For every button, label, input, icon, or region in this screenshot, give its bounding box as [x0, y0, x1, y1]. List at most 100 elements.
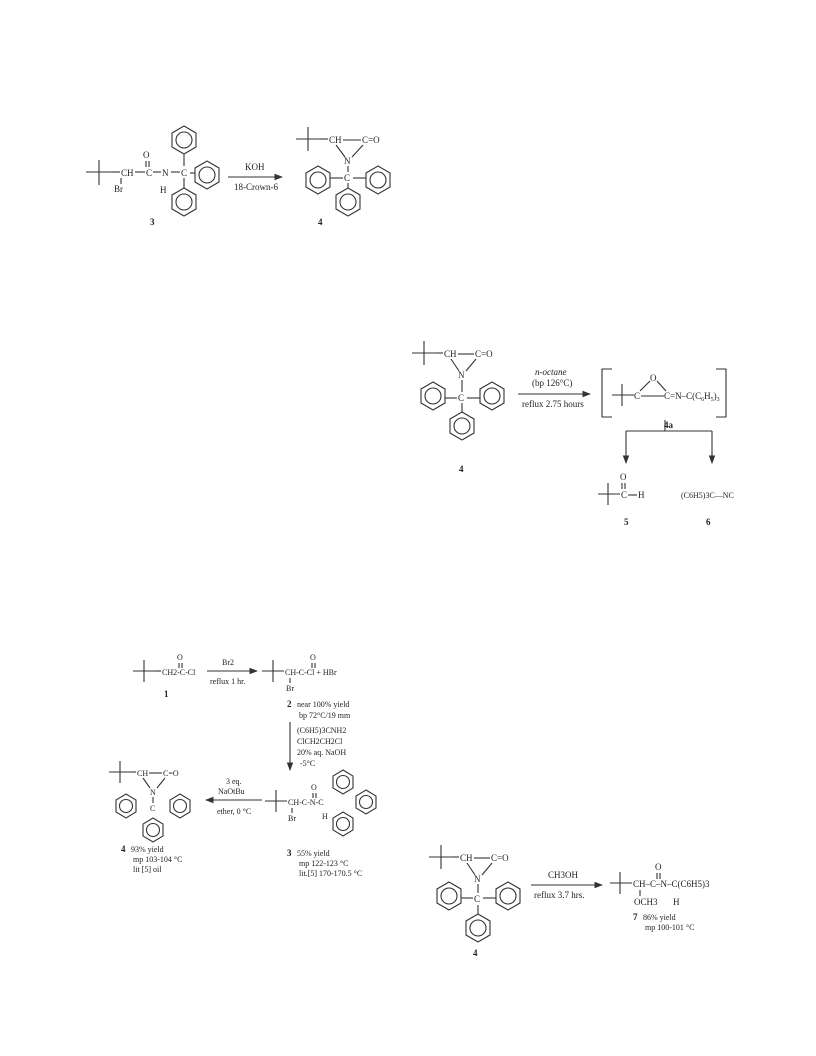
- phenyl-ring: [449, 411, 475, 441]
- trityl-carbon-label: C: [344, 173, 350, 183]
- tert-butyl-group: [598, 483, 620, 505]
- tert-butyl-group: [265, 790, 287, 812]
- reagent-reflux: reflux 1 hr.: [210, 677, 245, 686]
- phenyl-ring: [479, 381, 505, 411]
- aziridinone-ch-label: CH: [444, 349, 457, 359]
- reagent-koh: KOH: [245, 162, 265, 172]
- trityl-carbon-label: C: [181, 168, 187, 178]
- phenyl-ring: [171, 125, 197, 155]
- tert-butyl-group: [86, 160, 120, 185]
- bromine-label: Br: [286, 684, 294, 693]
- reagent-temperature: -5°C: [300, 759, 315, 768]
- aziridinone-ch-label: CH: [460, 853, 473, 863]
- compound-number-6: 6: [706, 517, 711, 527]
- tert-butyl-group: [610, 872, 632, 894]
- scheme-3: CH2-C-Cl O 1 Br2 reflux 1 hr. CH-C-Cl + …: [109, 653, 377, 878]
- ch-label: CH: [121, 168, 134, 178]
- yield-2: near 100% yield: [297, 700, 349, 709]
- phenyl-ring: [171, 187, 197, 217]
- amide-h-label: H: [673, 897, 680, 907]
- reagent-crown-ether: 18-Crown-6: [234, 182, 278, 192]
- tert-butyl-group: [133, 660, 161, 682]
- phenyl-ring: [436, 881, 462, 911]
- aziridinone-co-label: C=O: [491, 853, 509, 863]
- reagent-n-octane: n-octane: [535, 367, 567, 377]
- alpha-bromo-acid-chloride: CH-C-Cl + HBr: [285, 668, 337, 677]
- aziridinone-n-label: N: [474, 874, 481, 884]
- left-bracket: [601, 368, 612, 418]
- aldehyde-h-label: H: [638, 490, 645, 500]
- compound-number-3: 3: [150, 217, 155, 227]
- reagent-naoh: 20% aq. NaOH: [297, 748, 346, 757]
- trityl-carbon-label: C: [458, 393, 464, 403]
- aldehyde-carbon-label: C: [621, 490, 627, 500]
- tert-butyl-group: [262, 660, 284, 682]
- yield-4: 93% yield: [131, 845, 164, 854]
- phenyl-ring: [332, 811, 354, 837]
- amide-chain: CH-C-N-C: [288, 798, 324, 807]
- phenyl-ring: [495, 881, 521, 911]
- acid-chloride-chain: CH2-C-Cl: [162, 668, 196, 677]
- aziridinone-co-label: C=O: [163, 769, 179, 778]
- tert-butyl-group: [429, 845, 459, 869]
- tert-butyl-group: [612, 384, 634, 406]
- phenyl-ring: [465, 913, 491, 943]
- trityl-carbon-label: C: [474, 894, 480, 904]
- carbonyl-oxygen-label: O: [311, 783, 317, 792]
- compound-number-5: 5: [624, 517, 629, 527]
- reagent-reflux: reflux 2.75 hours: [522, 399, 584, 409]
- methoxy-amide-chain: CH–C–N–C(C6H5)3: [633, 879, 710, 889]
- phenyl-ring: [355, 789, 377, 815]
- amide-h-label: H: [160, 185, 167, 195]
- carbonyl-oxygen-label: O: [177, 653, 183, 662]
- bp-2: bp 72°C/19 mm: [299, 711, 351, 720]
- methoxy-label: OCH3: [634, 897, 658, 907]
- phenyl-ring: [142, 817, 164, 843]
- isonitrile-formula: (C6H5)3C—NC: [681, 491, 734, 500]
- aziridinone-co-label: C=O: [475, 349, 493, 359]
- aziridinone-n-label: N: [344, 156, 351, 166]
- imine-group-label: C=N–C(C6H5)3: [664, 391, 720, 403]
- reagent-reflux: reflux 3.7 hrs.: [534, 890, 585, 900]
- aziridinone-ch-label: CH: [137, 769, 148, 778]
- phenyl-ring: [420, 381, 446, 411]
- trityl-carbon-label: C: [150, 804, 155, 813]
- aziridinone-co-label: C=O: [362, 135, 380, 145]
- aldehyde-oxygen-label: O: [620, 472, 627, 482]
- carbonyl-carbon-label: C: [146, 168, 152, 178]
- reagent-bp: (bp 126°C): [532, 378, 572, 388]
- compound-number-4: 4: [473, 948, 478, 958]
- reagent-dichloroethane: ClCH2CH2Cl: [297, 737, 343, 746]
- phenyl-ring: [365, 165, 391, 195]
- phenyl-ring: [115, 793, 137, 819]
- mp-3: mp 122-123 °C: [299, 859, 348, 868]
- reagent-ether: ether, 0 °C: [217, 807, 251, 816]
- lit-3: lit.[5] 170-170.5 °C: [299, 869, 362, 878]
- mp-7: mp 100-101 °C: [645, 923, 694, 932]
- lit-4: lit [5] oil: [133, 865, 162, 874]
- mp-4: mp 103-104 °C: [133, 855, 182, 864]
- scheme-4: CH C=O N C 4 CH3OH reflux 3.7 hrs.: [429, 845, 710, 958]
- phenyl-ring: [194, 160, 220, 190]
- aziridinone-n-label: N: [150, 788, 156, 797]
- amide-h-label: H: [322, 812, 328, 821]
- scheme-2: CH C=O N C 4 n-octane (bp 126°C) reflux …: [412, 341, 734, 527]
- carbonyl-oxygen-label: O: [310, 653, 316, 662]
- yield-7: 86% yield: [643, 913, 676, 922]
- yield-3: 55% yield: [297, 849, 330, 858]
- aziridinone-ch-label: CH: [329, 135, 342, 145]
- tert-butyl-group: [109, 761, 136, 783]
- oxirane-carbon-label: C: [634, 391, 640, 401]
- amide-n-label: N: [162, 168, 169, 178]
- reagent-tritylamine: (C6H5)3CNH2: [297, 726, 346, 735]
- tert-butyl-group: [412, 341, 443, 365]
- phenyl-ring: [335, 187, 361, 217]
- phenyl-ring: [169, 793, 191, 819]
- compound-number-4: 4: [121, 844, 126, 854]
- compound-number-2: 2: [287, 699, 292, 709]
- right-bracket: [716, 368, 727, 418]
- intermediate-label-4a: 4a: [664, 420, 674, 430]
- compound-number-4: 4: [459, 464, 464, 474]
- aziridinone-n-label: N: [458, 370, 465, 380]
